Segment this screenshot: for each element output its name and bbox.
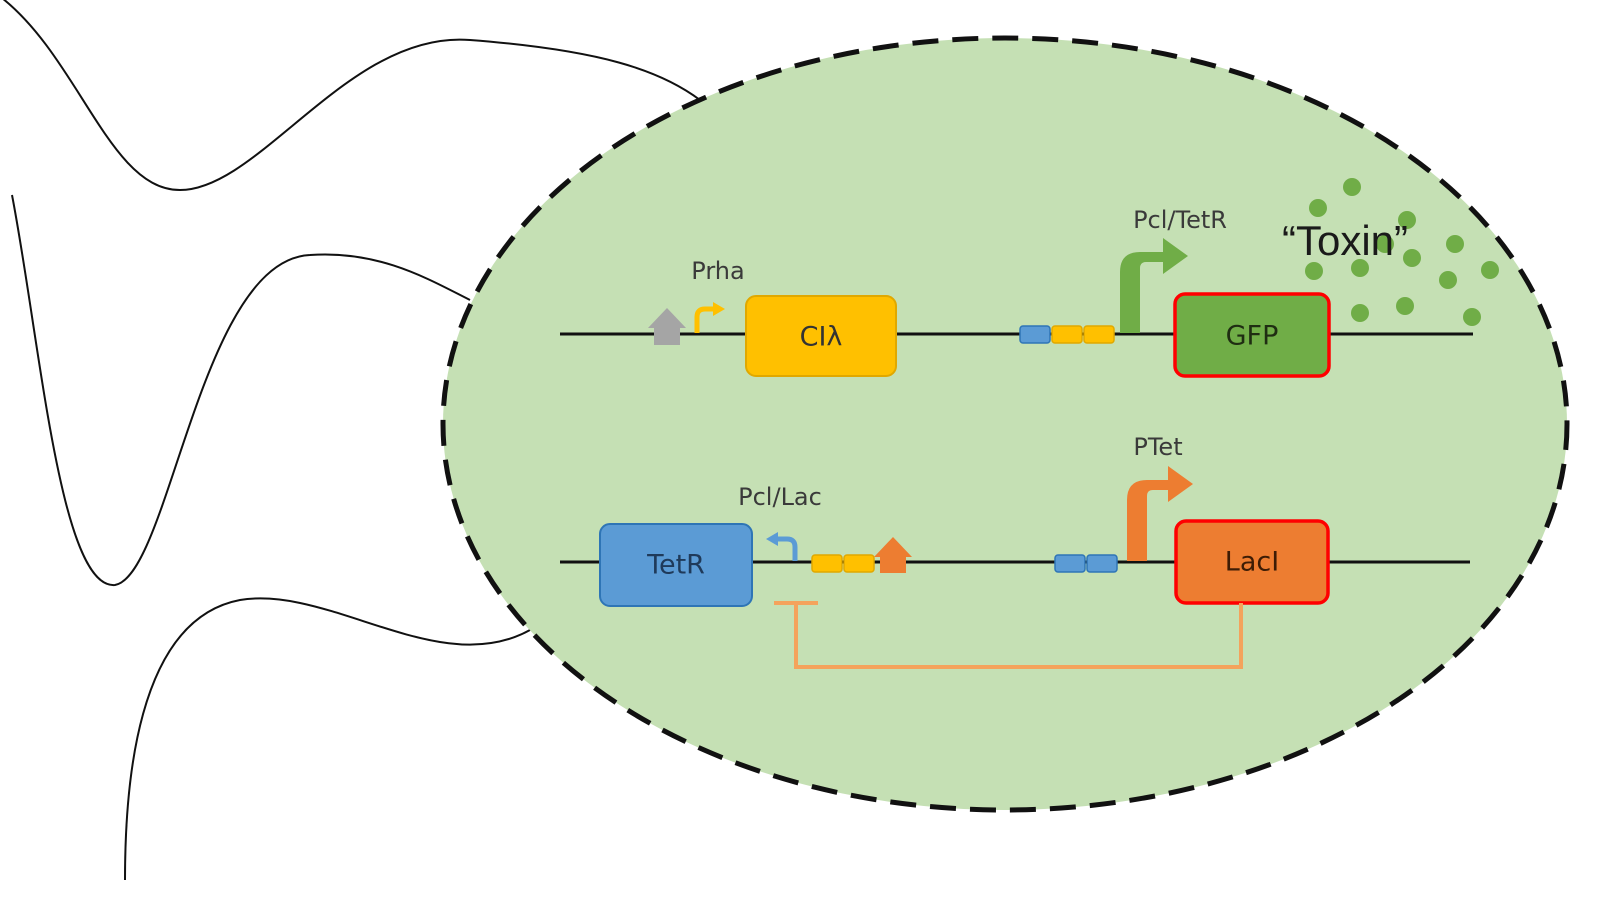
gfp-gene-label: GFP	[1226, 321, 1279, 352]
prha-promoter-arrowhead	[713, 302, 725, 316]
cell-body	[440, 35, 1570, 813]
pcl-lac-promoter-arrow	[776, 536, 798, 561]
operator-arrow-gray	[648, 308, 686, 345]
pcl-lac-label: Pcl/Lac	[738, 483, 822, 511]
pcl-tetr-promoter-arrow	[1120, 238, 1188, 333]
operator-site-yellow	[1051, 325, 1083, 344]
toxin-particle	[1376, 235, 1394, 253]
operator-site-yellow	[811, 554, 843, 573]
operator-site-blue	[1019, 325, 1051, 344]
toxin-particle	[1463, 308, 1481, 326]
flagellum-top	[2, 0, 701, 192]
pcl-lac-promoter-arrowhead	[766, 532, 778, 546]
toxin-particle	[1403, 249, 1421, 267]
ptet-label: PTet	[1133, 433, 1182, 461]
cl-lambda-gene-label: CIλ	[800, 322, 843, 353]
toxin-particle	[1439, 271, 1457, 289]
toxin-particle	[1351, 304, 1369, 322]
toxin-label: “Toxin”	[1282, 217, 1408, 264]
flagellum-middle	[11, 194, 471, 587]
tetr-gene-label: TetR	[646, 550, 705, 581]
toxin-particle	[1351, 259, 1369, 277]
cl-lambda-gene	[745, 295, 897, 377]
operator-site-yellow	[843, 554, 875, 573]
operator-arrow-orange	[874, 537, 912, 573]
prha-label: Prha	[691, 257, 744, 285]
toxin-particle	[1481, 261, 1499, 279]
laci-gene	[1174, 519, 1330, 605]
construct-bottom: TetR Pcl/Lac PTet LacI	[560, 433, 1470, 669]
operator-site-blue	[1086, 554, 1118, 573]
laci-repression-line	[794, 603, 1243, 669]
toxin-particle	[1305, 262, 1323, 280]
ptet-promoter-arrow	[1127, 466, 1193, 561]
prha-promoter-arrow	[694, 306, 715, 333]
gfp-gene	[1173, 292, 1331, 378]
operator-site-blue	[1054, 554, 1086, 573]
toxin-particle	[1343, 178, 1361, 196]
pcl-tetr-label: Pcl/TetR	[1133, 206, 1227, 234]
laci-gene-label: LacI	[1225, 547, 1279, 578]
construct-top: Prha CIλ Pcl/TetR GFP	[560, 206, 1473, 378]
toxin-particle	[1309, 199, 1327, 217]
toxin-particle	[1396, 297, 1414, 315]
toxin-particle	[1398, 211, 1416, 229]
flagellum-bottom	[124, 597, 531, 881]
toxin-particles	[1305, 178, 1499, 326]
operator-site-yellow	[1083, 325, 1115, 344]
tetr-gene	[599, 523, 753, 607]
flagella	[2, 0, 701, 881]
toxin-particle	[1446, 235, 1464, 253]
